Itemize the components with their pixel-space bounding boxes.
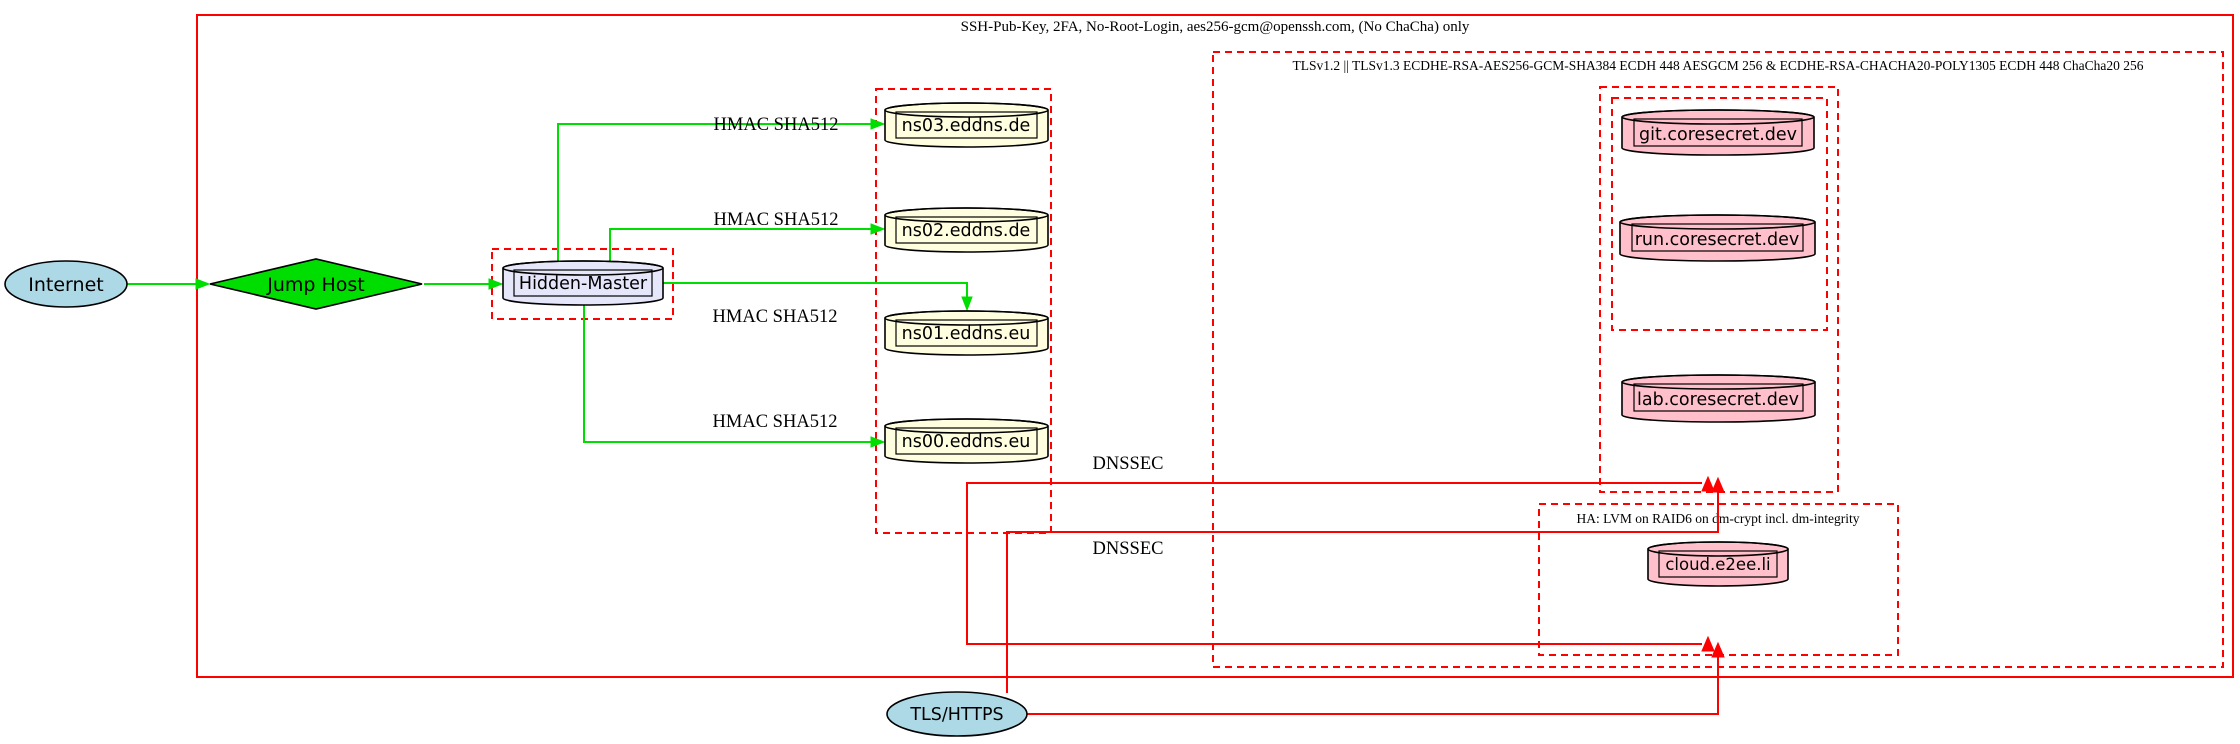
arrowhead-ns00 bbox=[870, 436, 886, 448]
ssh-cluster-border bbox=[196, 14, 2234, 678]
ssh-cluster-label: SSH-Pub-Key, 2FA, No-Root-Login, aes256-… bbox=[961, 19, 1470, 35]
node-ns01: ns01.eddns.eu bbox=[884, 310, 1049, 356]
edge-hiddenmaster-ns01 bbox=[663, 282, 968, 298]
node-hidden-master: Hidden-Master bbox=[502, 260, 664, 306]
arrowhead-dnssec-ha bbox=[1701, 635, 1715, 652]
node-ns03: ns03.eddns.de bbox=[884, 102, 1049, 148]
edge-dnssec-to-ha bbox=[966, 533, 1702, 645]
node-jump-host-label: Jump Host bbox=[266, 274, 365, 296]
hmac-label-ns02: HMAC SHA512 bbox=[714, 210, 839, 230]
hmac-label-ns00: HMAC SHA512 bbox=[713, 412, 838, 432]
edge-hiddenmaster-ns00 bbox=[583, 305, 871, 443]
node-ns00: ns00.eddns.eu bbox=[884, 418, 1049, 464]
edge-hiddenmaster-ns03 bbox=[557, 123, 871, 261]
node-ns03-label: ns03.eddns.de bbox=[902, 116, 1031, 136]
node-jump-host: Jump Host bbox=[209, 258, 423, 310]
arrowhead-ns02 bbox=[870, 223, 886, 235]
edge-hiddenmaster-ns02 bbox=[609, 228, 871, 261]
node-internet-label: Internet bbox=[28, 274, 103, 296]
tls-cluster-label: TLSv1.2 || TLSv1.3 ECDHE-RSA-AES256-GCM-… bbox=[1293, 58, 2144, 73]
node-lab-label: lab.coresecret.dev bbox=[1637, 390, 1799, 410]
hmac-label-ns01: HMAC SHA512 bbox=[713, 307, 838, 327]
arrowhead-tls-services bbox=[1711, 476, 1725, 493]
node-cloud-label: cloud.e2ee.li bbox=[1665, 555, 1770, 574]
node-git: git.coresecret.dev bbox=[1621, 109, 1815, 156]
edge-tls-to-ha bbox=[1027, 655, 1719, 715]
arrowhead-internet-jumphost bbox=[195, 278, 211, 290]
node-tls-https: TLS/HTTPS bbox=[886, 691, 1028, 737]
dns-cluster-border bbox=[875, 88, 1052, 534]
node-hidden-master-label: Hidden-Master bbox=[519, 274, 648, 294]
node-run-label: run.coresecret.dev bbox=[1635, 230, 1800, 250]
services-inner-cluster-border bbox=[1611, 97, 1828, 331]
node-cloud: cloud.e2ee.li bbox=[1647, 541, 1789, 587]
dnssec-label-top: DNSSEC bbox=[1093, 454, 1164, 474]
node-run: run.coresecret.dev bbox=[1619, 214, 1816, 262]
node-ns00-label: ns00.eddns.eu bbox=[902, 432, 1031, 452]
edge-tls-to-services bbox=[1006, 490, 1719, 693]
arrowhead-dnssec-services bbox=[1701, 475, 1715, 492]
arrowhead-jumphost-hiddenmaster bbox=[488, 278, 504, 290]
node-lab: lab.coresecret.dev bbox=[1621, 374, 1816, 423]
dnssec-label-bottom: DNSSEC bbox=[1093, 539, 1164, 559]
node-tls-https-label: TLS/HTTPS bbox=[909, 705, 1003, 725]
node-ns01-label: ns01.eddns.eu bbox=[902, 324, 1031, 344]
arrowhead-ns03 bbox=[870, 118, 886, 130]
node-git-label: git.coresecret.dev bbox=[1639, 125, 1797, 145]
arrowhead-ns01 bbox=[961, 296, 973, 312]
node-internet: Internet bbox=[4, 260, 128, 308]
edge-dnssec-to-services bbox=[966, 482, 1702, 533]
node-ns02-label: ns02.eddns.de bbox=[902, 221, 1031, 241]
arrowhead-tls-ha bbox=[1711, 641, 1725, 658]
hmac-label-ns03: HMAC SHA512 bbox=[714, 115, 839, 135]
node-ns02: ns02.eddns.de bbox=[884, 207, 1049, 253]
